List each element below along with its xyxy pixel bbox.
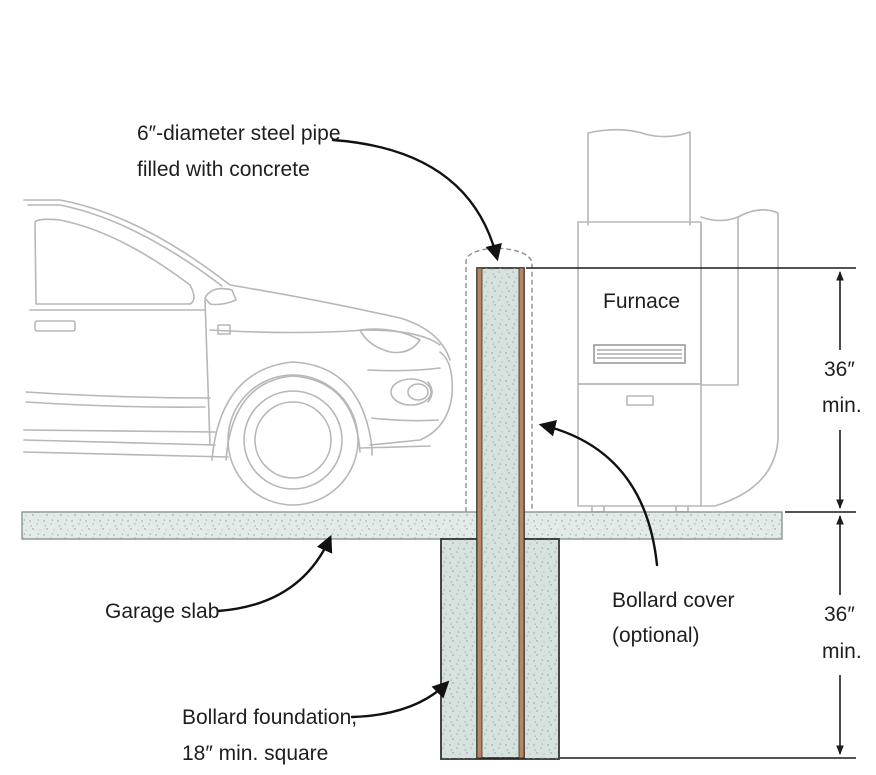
dim-upper-unit: min. bbox=[822, 394, 862, 417]
furnace-outline bbox=[577, 128, 779, 513]
slab-leader-arrow bbox=[216, 534, 333, 613]
dim-lower-value: 36″ bbox=[824, 603, 855, 626]
bollard-cover-label-line1: Bollard cover bbox=[612, 589, 735, 612]
pipe-label-line1: 6″-diameter steel pipe bbox=[137, 122, 341, 145]
garage-slab-label: Garage slab bbox=[105, 600, 219, 623]
pipe-label-line2: filled with concrete bbox=[137, 158, 310, 181]
pipe-leader-arrow bbox=[331, 138, 502, 262]
bollard-cover bbox=[465, 247, 533, 512]
garage-slab bbox=[21, 511, 783, 540]
foundation-label-line2: 18″ min. square bbox=[182, 742, 328, 765]
leader-arrows bbox=[216, 138, 659, 719]
labels: 6″-diameter steel pipe filled with concr… bbox=[105, 122, 862, 765]
cover-leader-arrow bbox=[538, 420, 659, 567]
foundation-leader-arrow bbox=[350, 680, 450, 719]
steel-pipe bbox=[476, 267, 525, 759]
furnace-label: Furnace bbox=[603, 290, 680, 313]
dim-lower-unit: min. bbox=[822, 640, 862, 663]
foundation-label-line1: Bollard foundation, bbox=[182, 706, 357, 729]
car-outline bbox=[23, 199, 454, 506]
dimension-lines bbox=[526, 267, 856, 759]
bollard-cover-label-line2: (optional) bbox=[612, 624, 700, 647]
dim-upper-value: 36″ bbox=[824, 358, 855, 381]
